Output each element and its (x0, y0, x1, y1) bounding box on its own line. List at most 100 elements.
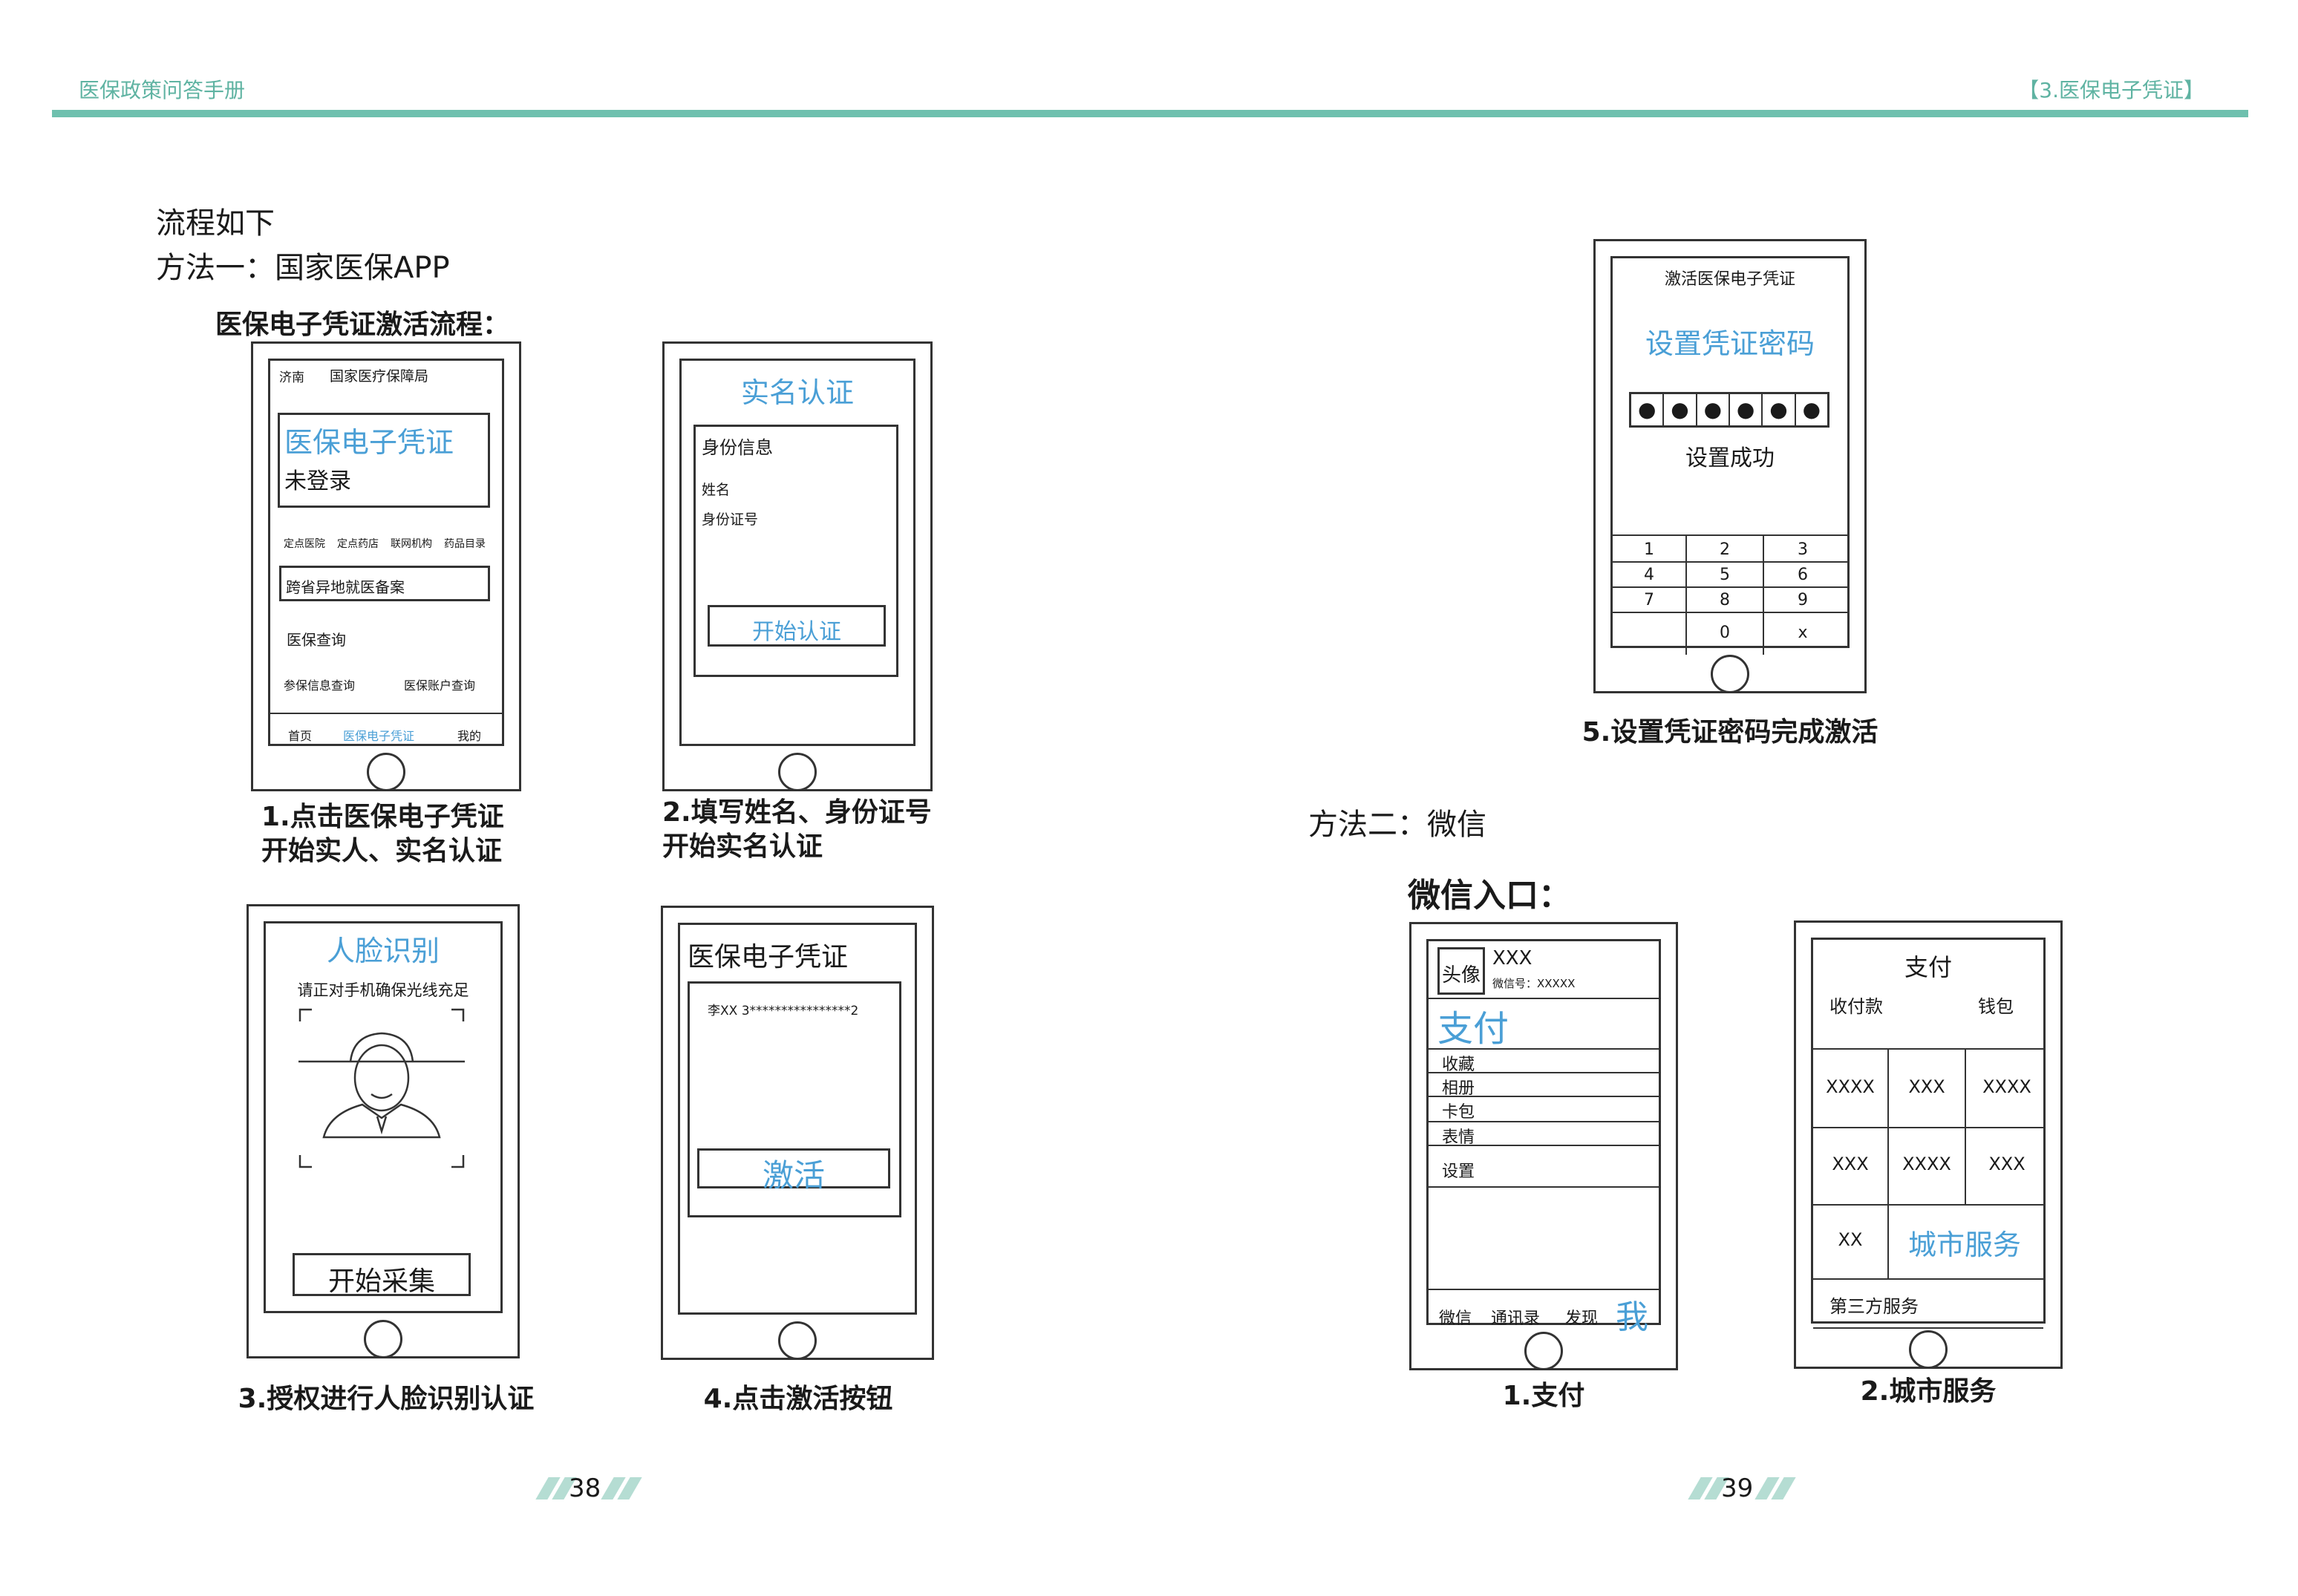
grid-divider (1813, 1278, 2043, 1280)
grid-divider (1813, 1127, 2043, 1128)
menu-stickers[interactable]: 表情 (1442, 1128, 1475, 1147)
menu-cards[interactable]: 卡包 (1442, 1103, 1475, 1122)
key-1[interactable]: 1 (1644, 540, 1654, 559)
face-hint: 请正对手机确保光线充足 (297, 981, 469, 999)
start-capture-label: 开始采集 (327, 1266, 435, 1297)
divider (1429, 1121, 1659, 1122)
tab-chats[interactable]: 微信 (1439, 1309, 1472, 1328)
face-title: 人脸识别 (326, 935, 440, 967)
agency-label: 国家医疗保障局 (330, 368, 429, 385)
tab-divider (270, 713, 502, 714)
tab-discover[interactable]: 发现 (1565, 1309, 1599, 1328)
key-9[interactable]: 9 (1798, 591, 1808, 609)
menu-settings[interactable]: 设置 (1442, 1162, 1475, 1181)
password-dot: ● (1631, 394, 1665, 425)
voucher-card: 李XX 3****************2 激活 (688, 981, 901, 1217)
divider (1429, 1048, 1659, 1050)
menu-album[interactable]: 相册 (1442, 1079, 1475, 1098)
wallet[interactable]: 钱包 (1978, 996, 2014, 1017)
service-tile[interactable]: XXXX (1826, 1076, 1875, 1097)
section-label: 【3.医保电子凭证】 (2018, 78, 2204, 102)
keypad-divider (1613, 612, 1847, 613)
menu-favorites[interactable]: 收藏 (1442, 1056, 1475, 1074)
name-field[interactable]: 姓名 (702, 482, 731, 498)
page-number-left: 38 (569, 1474, 601, 1503)
phone-screen: 实名认证 身份信息 姓名 身份证号 开始认证 (679, 359, 915, 746)
password-dot: ● (1664, 394, 1697, 425)
tab-contacts[interactable]: 通讯录 (1491, 1309, 1541, 1328)
divider (1429, 1096, 1659, 1097)
phone-wechat-me: 头像 XXX 微信号：XXXXX 支付 收藏 相册 卡包 表情 设置 微信 通讯… (1409, 922, 1678, 1370)
service-tile[interactable]: XXXX (1902, 1154, 1951, 1174)
tab-home[interactable]: 首页 (288, 729, 313, 743)
third-party-service[interactable]: 第三方服务 (1829, 1296, 1919, 1317)
identity-section-label: 身份信息 (702, 437, 773, 458)
key-7[interactable]: 7 (1644, 591, 1654, 609)
home-button (778, 1321, 817, 1360)
service-tile[interactable]: XXXX (1982, 1076, 2031, 1097)
home-button (364, 1320, 402, 1358)
service-tile[interactable]: XXX (1832, 1154, 1869, 1174)
activate-button[interactable]: 激活 (697, 1148, 890, 1194)
tab-mine[interactable]: 我的 (457, 729, 482, 743)
voucher-record: 李XX 3****************2 (708, 1004, 859, 1018)
pay-title: 支付 (1904, 953, 1952, 981)
service-tile[interactable]: XXX (1988, 1154, 2026, 1174)
set-password-title: 激活医保电子凭证 (1664, 270, 1795, 289)
key-4[interactable]: 4 (1644, 566, 1654, 584)
key-5[interactable]: 5 (1720, 566, 1730, 584)
card-title: 医保电子凭证 (284, 426, 454, 459)
key-8[interactable]: 8 (1720, 591, 1730, 609)
city-service-tile[interactable]: 城市服务 (1908, 1229, 2022, 1261)
caption-step2-line1: 2.填写姓名、身份证号 (662, 797, 932, 828)
receive-pay[interactable]: 收付款 (1829, 996, 1883, 1017)
phone-screen: 激活医保电子凭证 设置凭证密码 ● ● ● ● ● ● 设置成功 1 2 3 4… (1610, 256, 1850, 655)
wechat-id: 微信号：XXXXX (1492, 977, 1576, 990)
id-number-field[interactable]: 身份证号 (702, 511, 759, 528)
password-dot: ● (1763, 394, 1796, 425)
caption-step2-line2: 开始实名认证 (662, 831, 823, 862)
password-dots[interactable]: ● ● ● ● ● ● (1629, 392, 1829, 428)
grid-divider (1813, 1327, 2043, 1329)
handbook-title: 医保政策问答手册 (79, 78, 246, 102)
tab-me[interactable]: 我 (1616, 1298, 1648, 1336)
real-name-title: 实名认证 (740, 376, 854, 409)
key-6[interactable]: 6 (1798, 566, 1808, 584)
link-hospital[interactable]: 定点医院 (284, 538, 325, 550)
password-dot: ● (1697, 394, 1730, 425)
caption-step5: 5.设置凭证密码完成激活 (1581, 717, 1878, 748)
divider (1429, 1072, 1659, 1073)
phone-screen: 头像 XXX 微信号：XXXXX 支付 收藏 相册 卡包 表情 设置 微信 通讯… (1426, 939, 1661, 1336)
key-0[interactable]: 0 (1720, 624, 1730, 642)
home-button (1711, 655, 1749, 693)
service-tile[interactable]: XX (1838, 1229, 1863, 1250)
query-title: 医保查询 (287, 631, 346, 649)
query-account[interactable]: 医保账户查询 (404, 678, 476, 693)
avatar[interactable]: 头像 (1437, 947, 1485, 995)
phone-screen: 人脸识别 请正对手机确保光线充足 开始采集 (264, 921, 503, 1313)
cross-region-button[interactable]: 跨省异地就医备案 (279, 566, 490, 601)
home-button (1524, 1332, 1563, 1370)
keypad-divider (1613, 561, 1847, 563)
service-tile[interactable]: XXX (1908, 1076, 1945, 1097)
key-delete[interactable]: x (1798, 624, 1808, 642)
key-2[interactable]: 2 (1720, 540, 1730, 559)
set-success-label: 设置成功 (1685, 445, 1775, 471)
link-pharmacy[interactable]: 定点药店 (337, 538, 379, 550)
key-3[interactable]: 3 (1798, 540, 1808, 559)
grid-divider (1887, 1048, 1889, 1278)
start-auth-button[interactable]: 开始认证 (708, 605, 886, 647)
e-voucher-card[interactable]: 医保电子凭证 未登录 (278, 413, 490, 508)
grid-divider (1965, 1048, 1966, 1204)
query-insurance-info[interactable]: 参保信息查询 (284, 678, 356, 693)
link-network[interactable]: 联网机构 (391, 538, 432, 550)
tab-e-voucher[interactable]: 医保电子凭证 (343, 729, 415, 743)
voucher-title: 医保电子凭证 (688, 942, 849, 972)
start-capture-button[interactable]: 开始采集 (293, 1253, 471, 1297)
keypad-divider (1763, 536, 1764, 655)
wechat-caption2: 2.城市服务 (1860, 1376, 1997, 1407)
link-drugs[interactable]: 药品目录 (444, 538, 486, 550)
activate-label: 激活 (762, 1157, 825, 1194)
city-label: 济南 (279, 370, 304, 385)
pay-entry[interactable]: 支付 (1437, 1008, 1509, 1050)
